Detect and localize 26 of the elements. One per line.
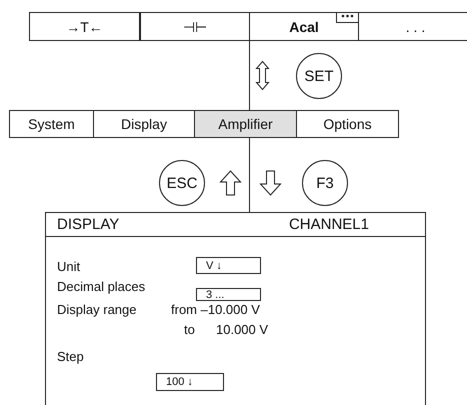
- key-button: F3: [302, 160, 348, 206]
- menu-item: Amplifier: [194, 110, 297, 138]
- menu-item: ⊣⊢: [140, 12, 250, 41]
- key-button: ESC: [159, 160, 205, 206]
- input-field: V ↓: [196, 257, 261, 274]
- menu-item: . . .: [358, 12, 467, 41]
- menu-item: System: [9, 110, 94, 138]
- settings-panel: [45, 212, 426, 405]
- channel-name: CHANNEL1: [288, 216, 369, 233]
- menu-item: Display: [93, 110, 195, 138]
- menu-item: Options: [296, 110, 399, 138]
- input-field: 100 ↓: [156, 373, 224, 391]
- value-text: to: [184, 322, 195, 337]
- field-label: Step: [57, 349, 84, 364]
- key-button: SET: [296, 53, 342, 99]
- panel-title: DISPLAY: [57, 216, 120, 233]
- navigation-connector: [249, 40, 270, 110]
- menu-item: →T←: [29, 12, 140, 41]
- input-field: 3 ...: [196, 288, 261, 301]
- value-text: 10.000 V: [216, 322, 268, 337]
- field-label: Display range: [57, 302, 136, 317]
- field-label: Decimal places: [57, 279, 146, 294]
- navigation-connector: [219, 138, 282, 212]
- menu-item: Acal: [249, 12, 359, 41]
- field-label: Unit: [57, 259, 80, 274]
- value-text: from –10.000 V: [171, 302, 260, 317]
